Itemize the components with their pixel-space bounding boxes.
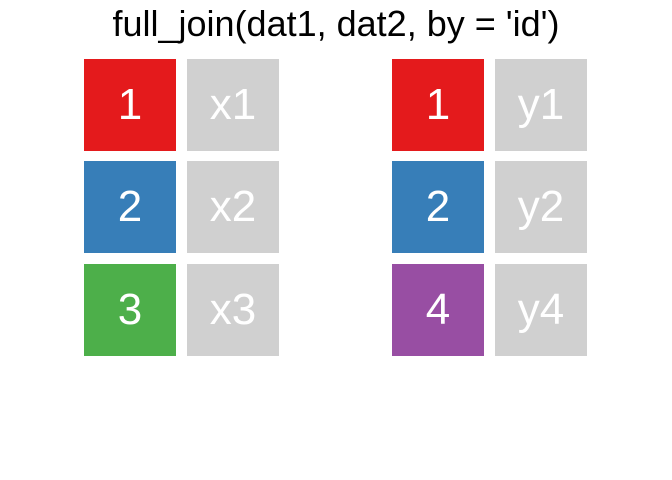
diagram-title: full_join(dat1, dat2, by = 'id') [112,3,560,44]
left-value-cell-1: x1 [187,59,279,151]
right-id-cell-2: 2 [392,161,484,253]
left-id-cell-2: 2 [84,161,176,253]
right-id-cell-3: 4 [392,264,484,356]
right-value-cell-3: y4 [495,264,587,356]
right-value-cell-1: y1 [495,59,587,151]
right-id-cell-1: 1 [392,59,484,151]
left-value-cell-2: x2 [187,161,279,253]
left-id-cell-1: 1 [84,59,176,151]
right-value-cell-2: y2 [495,161,587,253]
left-value-cell-3: x3 [187,264,279,356]
left-id-cell-3: 3 [84,264,176,356]
